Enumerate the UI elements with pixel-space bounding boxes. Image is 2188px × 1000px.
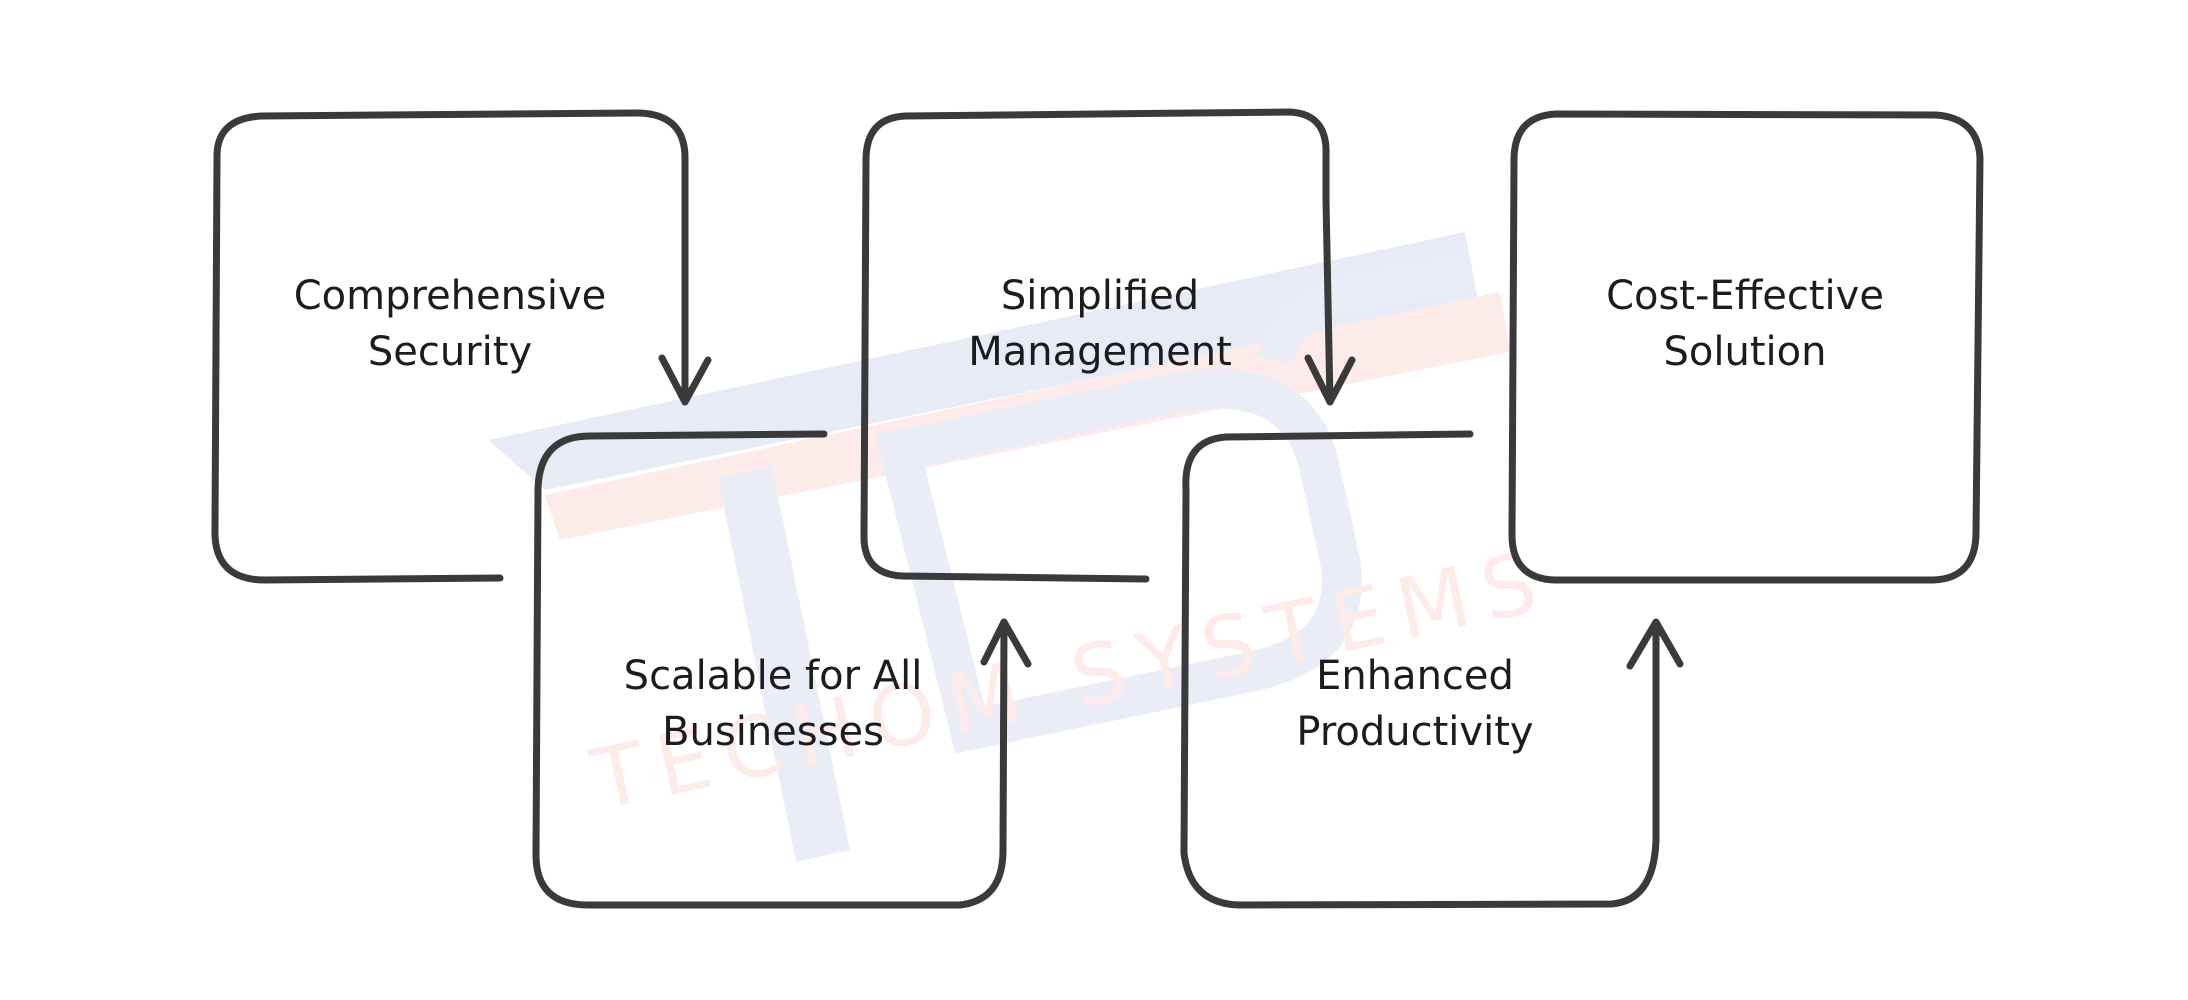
step-comprehensive-security: Comprehensive Security xyxy=(230,268,670,380)
step-label-line-2: Businesses xyxy=(662,709,884,755)
watermark-band-top xyxy=(488,232,1478,490)
step-simplified-management: Simplified Management xyxy=(880,268,1320,380)
box-enhanced-productivity xyxy=(1180,430,1660,909)
box-cost-effective-solution xyxy=(1508,110,1984,584)
box-simplified-management xyxy=(860,108,1330,583)
arrow-simplified-to-enhanced xyxy=(1304,196,1356,406)
step-cost-effective-solution: Cost-Effective Solution xyxy=(1525,268,1965,380)
step-label-line-1: Comprehensive xyxy=(293,273,607,319)
box-comprehensive-security xyxy=(211,109,689,584)
step-label-line-1: Enhanced xyxy=(1316,653,1514,699)
step-label-line-1: Simplified xyxy=(1000,273,1200,319)
step-label-line-1: Cost-Effective xyxy=(1606,273,1884,319)
step-scalable-for-all-businesses: Scalable for All Businesses xyxy=(553,648,993,760)
step-label-line-2: Solution xyxy=(1663,329,1827,375)
watermark-stem xyxy=(718,466,850,862)
step-label-line-2: Productivity xyxy=(1296,709,1534,755)
step-label-line-1: Scalable for All xyxy=(623,653,923,699)
arrow-security-to-scalable xyxy=(658,196,712,406)
step-label-line-2: Management xyxy=(968,329,1232,375)
arrow-scalable-to-simplified xyxy=(980,618,1032,668)
step-enhanced-productivity: Enhanced Productivity xyxy=(1195,648,1635,760)
watermark-d-shape xyxy=(875,368,1362,754)
step-label-line-2: Security xyxy=(367,329,533,375)
box-scalable-for-all-businesses xyxy=(532,430,1008,909)
arrow-enhanced-to-cost-effective xyxy=(1626,618,1684,670)
watermark-s-shape xyxy=(1257,254,1474,366)
